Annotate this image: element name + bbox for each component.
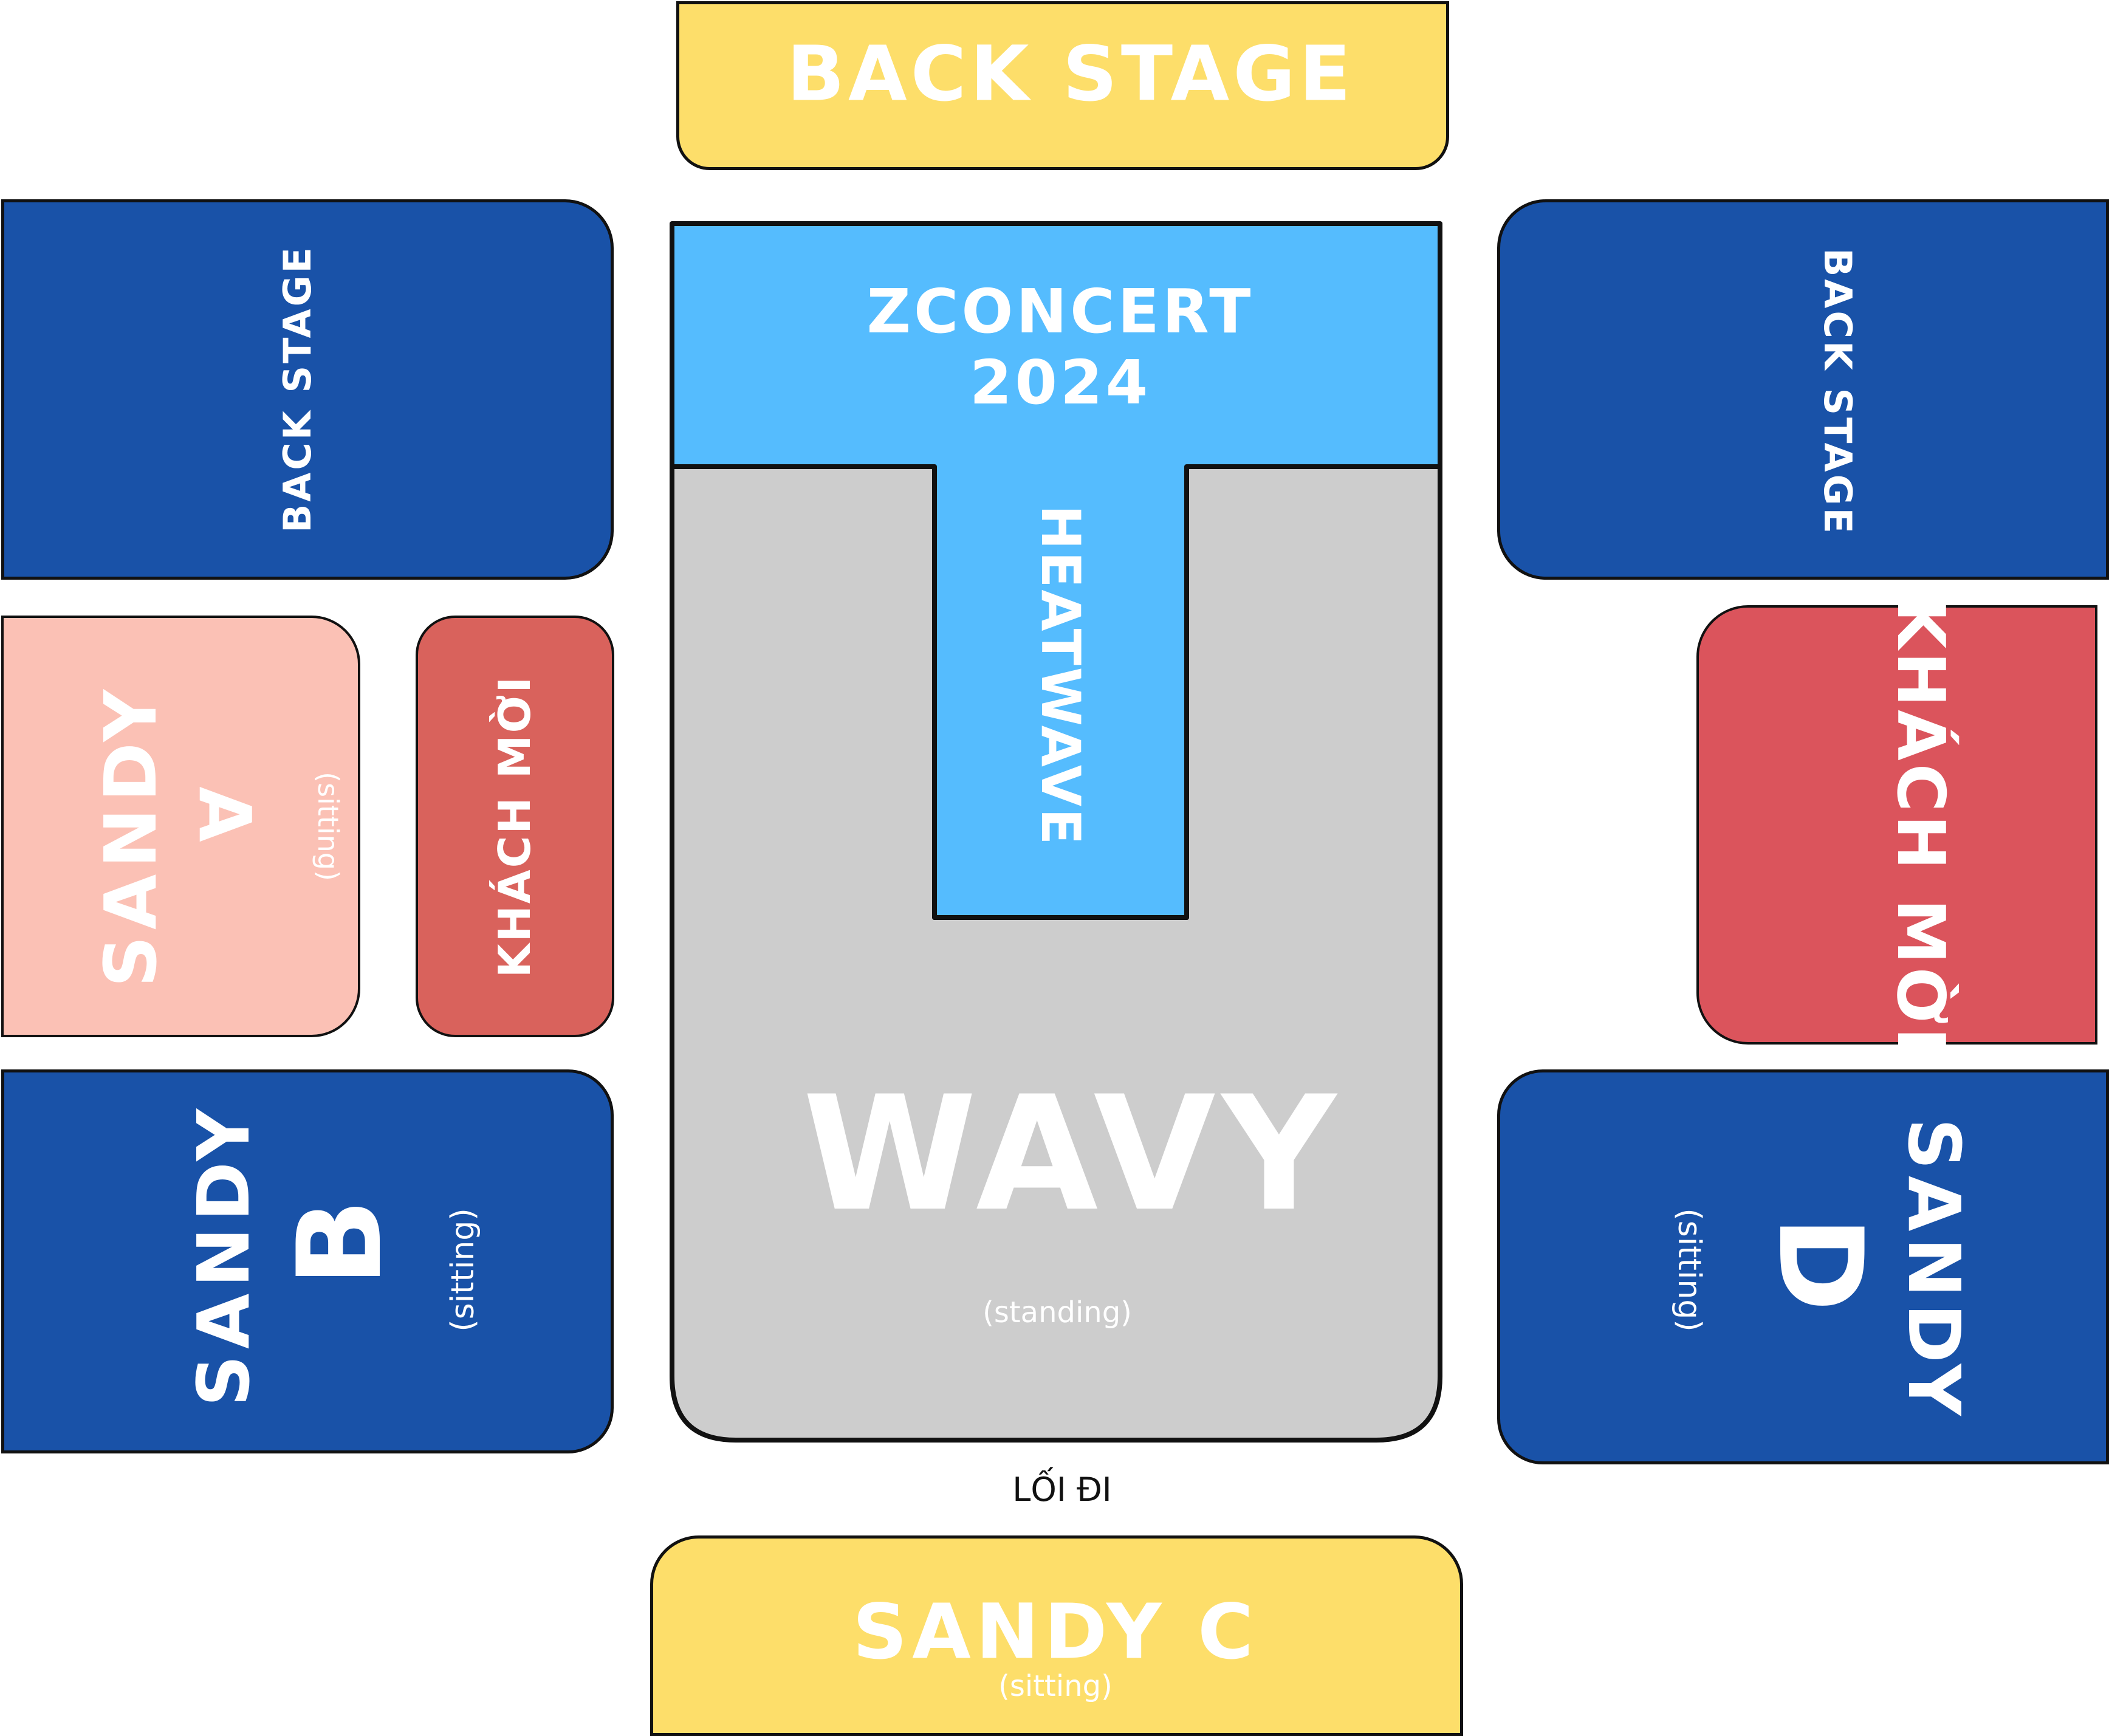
sandy-a-title: SANDY: [89, 684, 173, 987]
sandy-d-letter: D: [1753, 1216, 1887, 1312]
left-backstage-zone: [1, 199, 614, 580]
sandy-d-title: SANDY: [1892, 1118, 1976, 1422]
sandy-b-letter: B: [273, 1198, 407, 1287]
main-stage-line2: 2024: [969, 347, 1151, 418]
wavy-standing-area: [670, 464, 1442, 1443]
sandy-b-note: (sitting): [445, 1208, 481, 1332]
guest-left-label: KHÁCH MỜI: [489, 674, 540, 978]
runway-label: HEATWAVE: [1029, 504, 1092, 847]
sandy-d-zone: [1497, 1069, 2109, 1464]
main-stage-line1: ZCONCERT: [866, 276, 1254, 347]
sandy-b-title: SANDY: [182, 1103, 266, 1407]
sandy-c-zone: [650, 1535, 1463, 1736]
sandy-d-note: (sitting): [1671, 1208, 1707, 1332]
wavy-title: WAVY: [802, 1063, 1343, 1246]
top-backstage-zone: [676, 1, 1449, 170]
main-stage-and-runway: [670, 221, 1442, 920]
guest-right-zone: [1696, 605, 2097, 1045]
wavy-note: (standing): [982, 1295, 1132, 1329]
sandy-a-zone: [1, 616, 360, 1037]
guest-right-label: KHÁCH MỜI: [1882, 598, 1958, 1055]
sandy-c-title: SANDY C: [852, 1588, 1258, 1676]
top-backstage-label: BACK STAGE: [786, 30, 1355, 118]
sandy-a-note: (sitting): [312, 772, 345, 881]
sandy-a-letter: A: [183, 786, 267, 842]
guest-left-zone: [416, 616, 614, 1037]
aisle-label: LỐI ĐI: [1012, 1470, 1112, 1509]
sandy-c-note: (sitting): [998, 1669, 1113, 1703]
right-backstage-zone: [1497, 199, 2109, 580]
sandy-b-zone: [1, 1069, 614, 1453]
